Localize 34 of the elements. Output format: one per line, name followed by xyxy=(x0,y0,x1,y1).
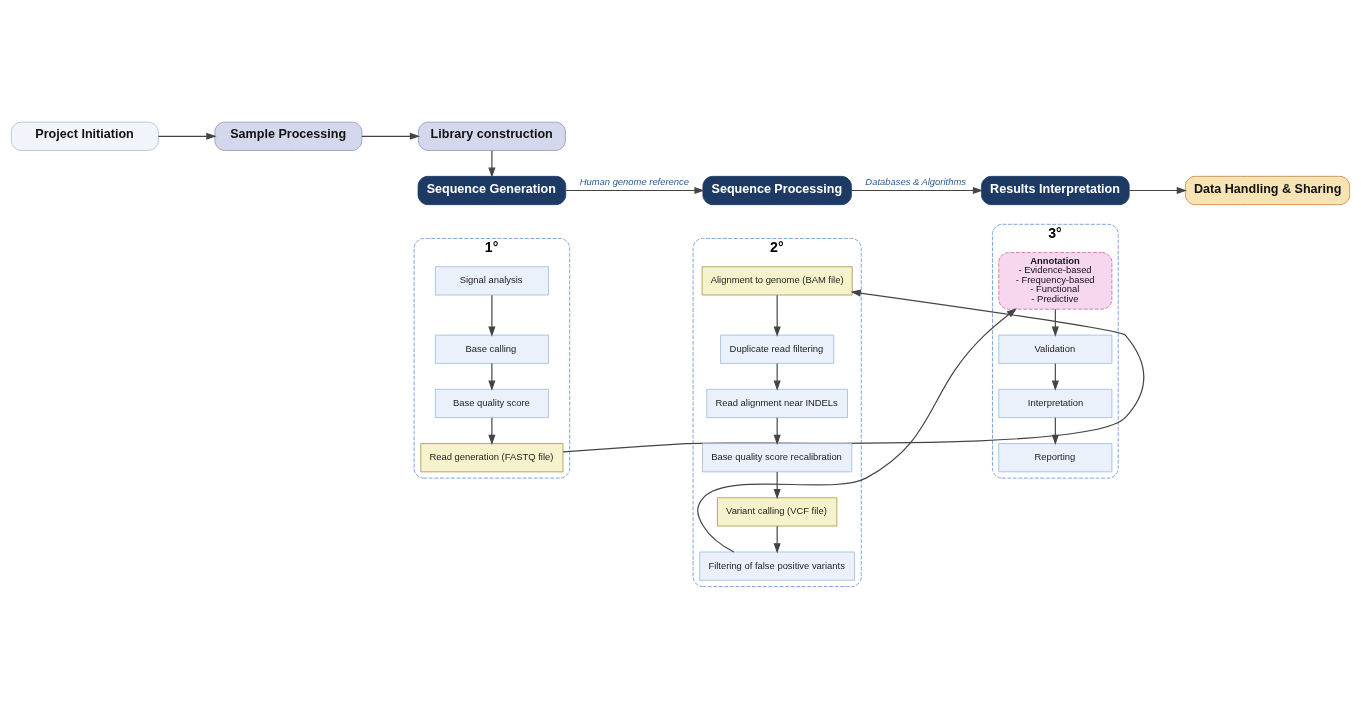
node-box: Reporting xyxy=(998,443,1113,473)
node-box: Base calling xyxy=(434,334,549,364)
arrow xyxy=(157,132,217,140)
node-box: Read alignment near INDELs xyxy=(706,388,848,418)
node-box: Sample Processing xyxy=(214,121,363,151)
arrow xyxy=(488,294,496,337)
node-box: Read generation (FASTQ file) xyxy=(420,443,564,473)
node-box: Data Handling & Sharing xyxy=(1185,175,1351,206)
node-box: Base quality score recalibration xyxy=(702,443,853,473)
arrow xyxy=(1128,186,1187,195)
node-box: Project Initiation xyxy=(10,121,159,151)
arrow xyxy=(565,186,705,195)
node-box: Results Interpretation xyxy=(981,175,1130,206)
node-box: Alignment to genome (BAM file) xyxy=(701,266,853,296)
node-box: Sequence Processing xyxy=(702,175,852,206)
node-box: Validation xyxy=(998,334,1113,364)
edge-label: Human genome reference xyxy=(579,175,689,187)
edge-label: Databases & Algorithms xyxy=(865,175,966,187)
node-box: Interpretation xyxy=(998,388,1113,418)
node-box: Signal analysis xyxy=(434,266,549,296)
node-box: Library construction xyxy=(418,121,566,151)
arrow xyxy=(361,132,421,140)
arrow xyxy=(773,294,781,337)
arrow xyxy=(562,289,1145,453)
node-box: Annotation - Evidence-based - Frequency-based - Functional - Predictive xyxy=(998,252,1113,310)
arrow xyxy=(488,150,496,178)
node-box: Sequence Generation xyxy=(417,175,567,206)
node-box: Variant calling (VCF file) xyxy=(717,497,838,527)
node-box: Base quality score xyxy=(434,388,549,418)
node-box: Filtering of false positive variants xyxy=(699,551,855,581)
node-box: Duplicate read filtering xyxy=(720,334,835,364)
arrow xyxy=(851,186,984,195)
arrow xyxy=(488,363,496,391)
arrow xyxy=(488,417,496,445)
